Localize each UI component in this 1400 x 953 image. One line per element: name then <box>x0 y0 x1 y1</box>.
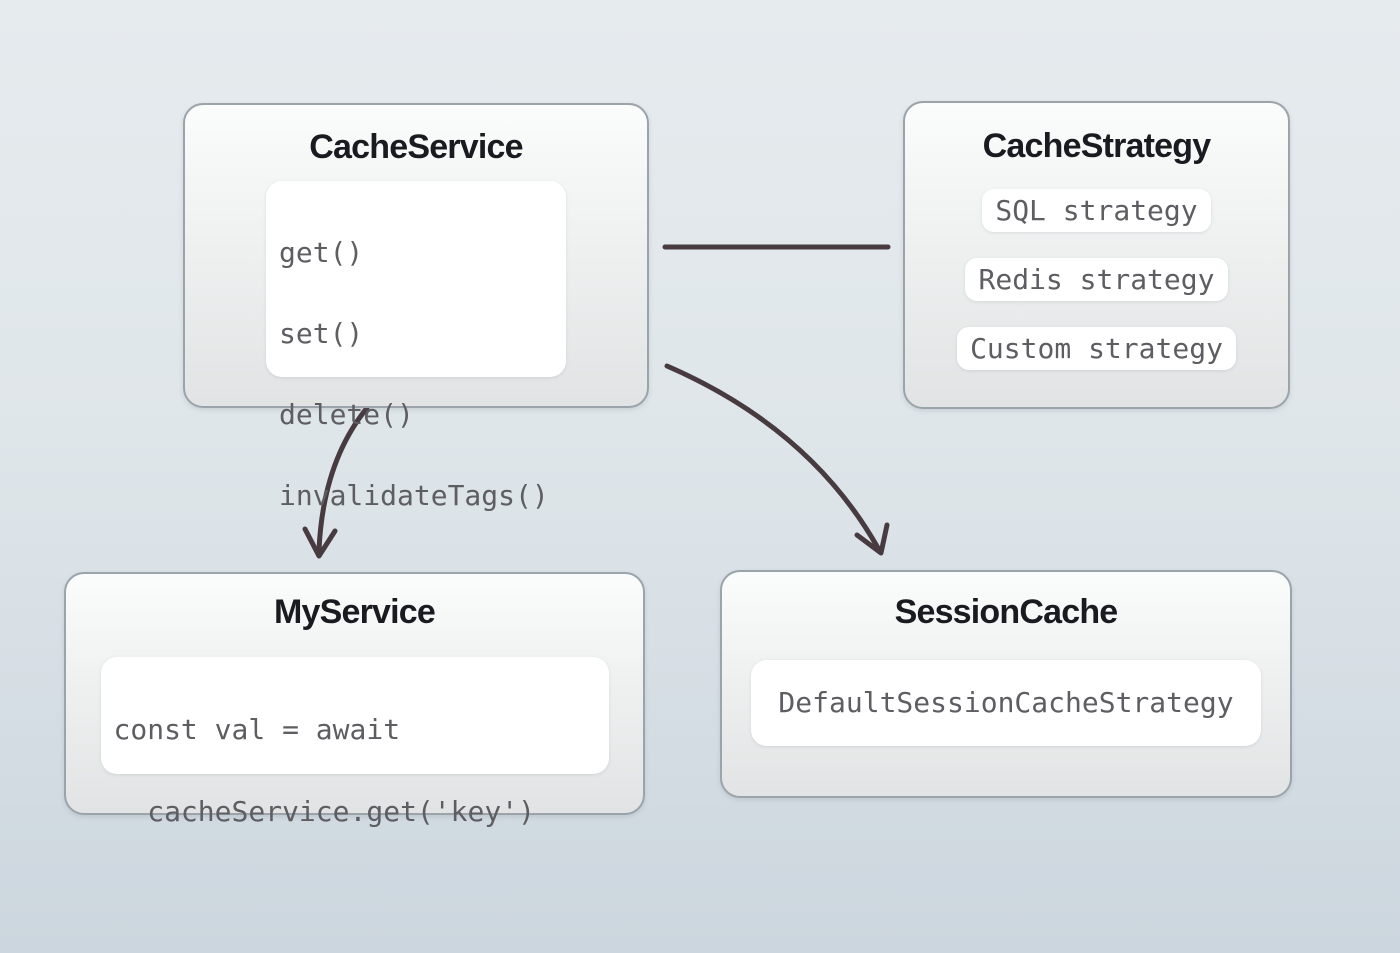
node-cache-service: CacheService get() set() delete() invali… <box>183 103 649 512</box>
method-set: set() <box>279 316 364 350</box>
strategy-pill-sql: SQL strategy <box>982 188 1211 232</box>
my-service-code-card: const val = await cacheService.get('key'… <box>100 656 609 828</box>
method-get: get() <box>279 235 364 269</box>
code-line-1: const val = await <box>113 712 401 746</box>
session-cache-strategy-card: DefaultSessionCacheStrategy <box>751 659 1261 746</box>
session-cache-title: SessionCache <box>894 593 1119 631</box>
code-line-2: cacheService.get('key') <box>113 794 535 828</box>
cache-service-title: CacheService <box>309 128 523 166</box>
node-my-service: MyService const val = await cacheService… <box>64 572 645 828</box>
arrowhead-to-sessioncache-icon <box>854 522 890 556</box>
strategy-pill-custom: Custom strategy <box>957 326 1236 370</box>
cache-service-methods-card: get() set() delete() invalidateTags() <box>266 180 566 512</box>
cache-strategy-title: CacheStrategy <box>982 127 1212 165</box>
strategy-pill-redis: Redis strategy <box>965 257 1228 301</box>
node-session-cache: SessionCache DefaultSessionCacheStrategy <box>720 570 1292 798</box>
default-session-cache-strategy-label: DefaultSessionCacheStrategy <box>778 685 1234 719</box>
method-invalidate-tags: invalidateTags() <box>279 478 549 512</box>
node-cache-strategy: CacheStrategy SQL strategy Redis strateg… <box>903 101 1290 409</box>
method-delete: delete() <box>279 397 414 431</box>
my-service-title: MyService <box>273 593 436 631</box>
arrow-cacheservice-to-sessioncache <box>664 363 881 551</box>
